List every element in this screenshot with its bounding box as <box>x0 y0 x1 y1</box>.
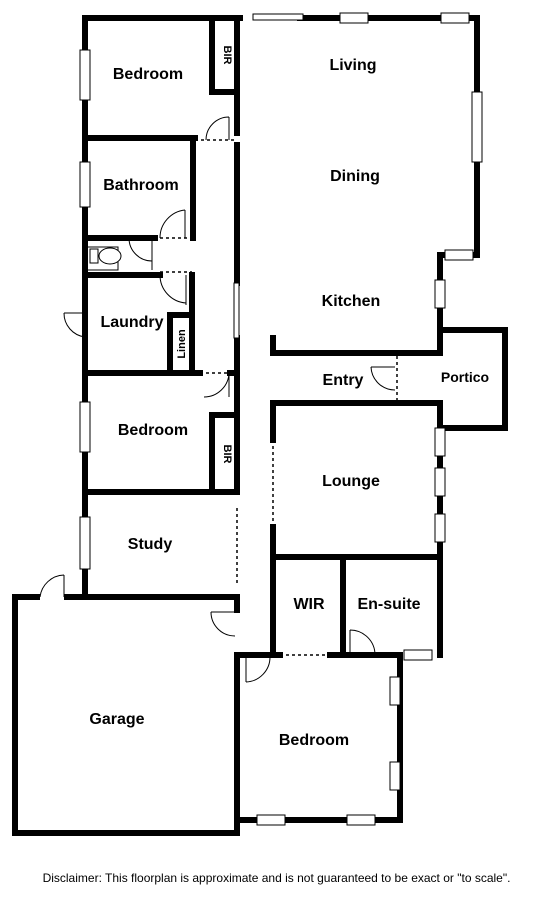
label-portico: Portico <box>441 369 489 385</box>
label-kitchen: Kitchen <box>322 293 381 310</box>
label-study: Study <box>128 536 173 553</box>
label-garage: Garage <box>89 711 144 728</box>
label-ensuite: En-suite <box>357 596 420 613</box>
label-lounge: Lounge <box>322 473 380 490</box>
label-bedroom-3: Bedroom <box>279 732 349 749</box>
toilet-icon <box>89 247 122 265</box>
label-living: Living <box>329 57 376 74</box>
label-linen: Linen <box>176 329 188 359</box>
label-wir: WIR <box>293 596 325 613</box>
openings <box>160 139 398 656</box>
label-dining: Dining <box>330 168 380 185</box>
doors <box>39 116 396 683</box>
label-bir-2: BIR <box>221 445 233 464</box>
label-bir-1: BIR <box>221 46 233 65</box>
label-laundry: Laundry <box>100 314 163 331</box>
walls <box>12 15 508 836</box>
label-entry: Entry <box>323 372 364 389</box>
label-bathroom: Bathroom <box>103 177 179 194</box>
label-bedroom-2: Bedroom <box>118 422 188 439</box>
room-labels: Bedroom BIR Bathroom Laundry Linen Bedro… <box>89 46 489 749</box>
label-bedroom-1: Bedroom <box>113 66 183 83</box>
windows <box>79 12 483 826</box>
disclaimer-text: Disclaimer: This floorplan is approximat… <box>42 871 511 885</box>
